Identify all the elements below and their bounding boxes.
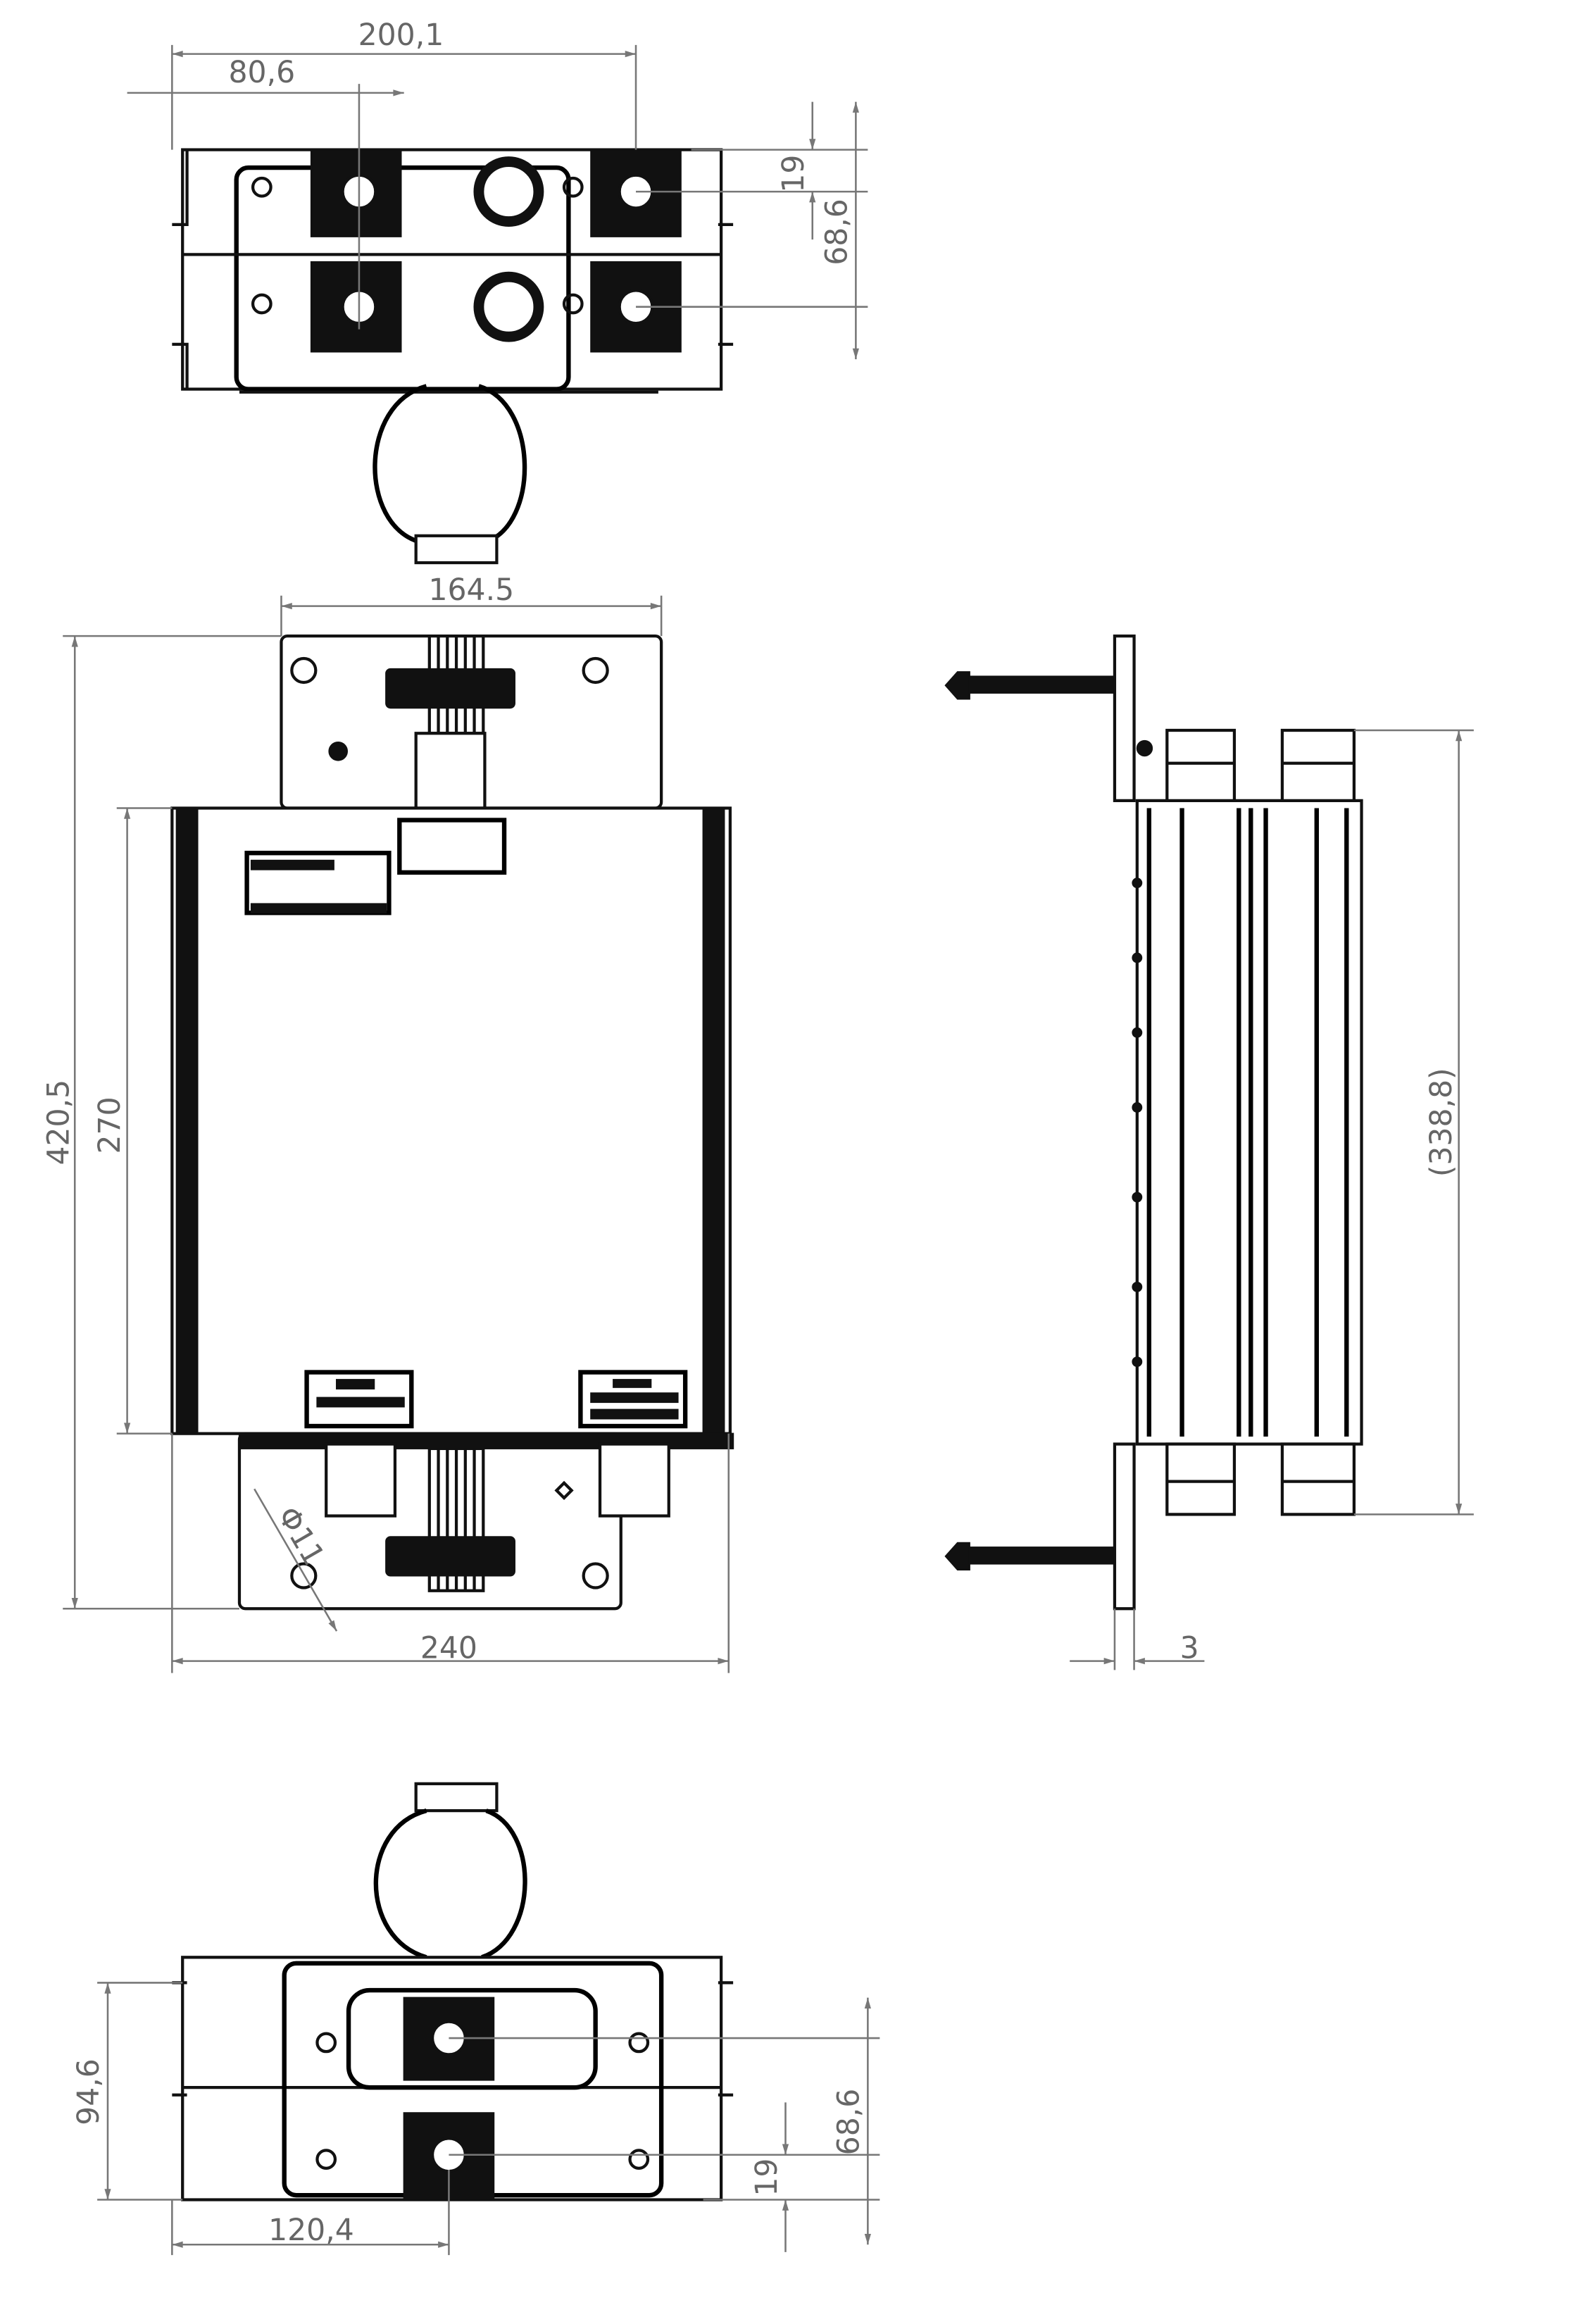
side-view: (338,8) 3 bbox=[944, 635, 1474, 1670]
hose-clamp bbox=[385, 1536, 515, 1577]
dim-240: 240 bbox=[420, 1631, 477, 1666]
hose-clamp-screw bbox=[414, 534, 499, 565]
dim-270: 270 bbox=[93, 1097, 127, 1154]
bottom-view: 94,6 120,4 68,6 19 bbox=[72, 1782, 880, 2256]
hose-clamp bbox=[385, 668, 515, 709]
dim-164-5: 164.5 bbox=[428, 573, 514, 608]
mounting-hole bbox=[290, 656, 318, 685]
mounting-hole bbox=[290, 1562, 318, 1589]
dim-3: 3 bbox=[1180, 1631, 1199, 1666]
com-connector-icon bbox=[473, 156, 544, 227]
port-connector bbox=[598, 1442, 670, 1518]
screw-icon bbox=[315, 2032, 337, 2054]
label-port-2 bbox=[578, 1370, 688, 1429]
screw-icon bbox=[251, 293, 273, 315]
dim-338-8: (338,8) bbox=[1425, 1068, 1459, 1177]
dim-68-6-bottom: 68,6 bbox=[832, 2089, 867, 2156]
label-com bbox=[397, 818, 507, 875]
dim-68-6-top: 68,6 bbox=[820, 199, 855, 265]
mounting-hole bbox=[582, 1562, 609, 1589]
screw-icon bbox=[628, 2149, 650, 2170]
dim-19-top: 19 bbox=[777, 155, 811, 193]
hose-clamp-loop bbox=[373, 384, 527, 544]
bracket-outline bbox=[234, 165, 571, 392]
dim-200-1: 200,1 bbox=[358, 18, 444, 53]
dim-80-6: 80,6 bbox=[229, 56, 296, 90]
dim-94-6: 94,6 bbox=[72, 2059, 106, 2125]
screw-icon bbox=[562, 176, 584, 198]
screw-icon bbox=[562, 293, 584, 315]
screw-icon bbox=[251, 176, 273, 198]
port-connector bbox=[325, 1442, 397, 1518]
hose-clamp-loop bbox=[373, 1808, 527, 1960]
mounting-hole bbox=[582, 656, 609, 685]
bracket-side-bottom bbox=[1113, 1442, 1136, 1611]
housing-flanges bbox=[172, 149, 734, 389]
front-view: 164.5 420,5 270 240 Φ11 bbox=[42, 573, 734, 1673]
screw-icon bbox=[315, 2149, 337, 2170]
com-connector-icon bbox=[473, 271, 544, 342]
screw-icon bbox=[328, 741, 349, 761]
hose-clamp-screw bbox=[414, 1782, 499, 1813]
connector-side bbox=[1165, 728, 1237, 802]
mounting-bolt bbox=[944, 671, 1116, 700]
dim-19-bottom: 19 bbox=[750, 2159, 784, 2197]
screw-icon bbox=[628, 2032, 650, 2054]
connector-side bbox=[1280, 728, 1356, 802]
bracket-side-top bbox=[1113, 635, 1136, 802]
mounting-bolt bbox=[944, 1542, 1116, 1571]
dim-420-5: 420,5 bbox=[42, 1080, 77, 1166]
connector-side bbox=[1280, 1442, 1356, 1516]
filter-body bbox=[170, 806, 732, 1435]
top-view: 200,1 80,6 19 68,6 bbox=[127, 18, 868, 565]
label-port-1 bbox=[304, 1370, 414, 1429]
com-connector bbox=[414, 732, 487, 810]
dim-120-4: 120,4 bbox=[268, 2213, 354, 2248]
connector-side bbox=[1165, 1442, 1237, 1516]
